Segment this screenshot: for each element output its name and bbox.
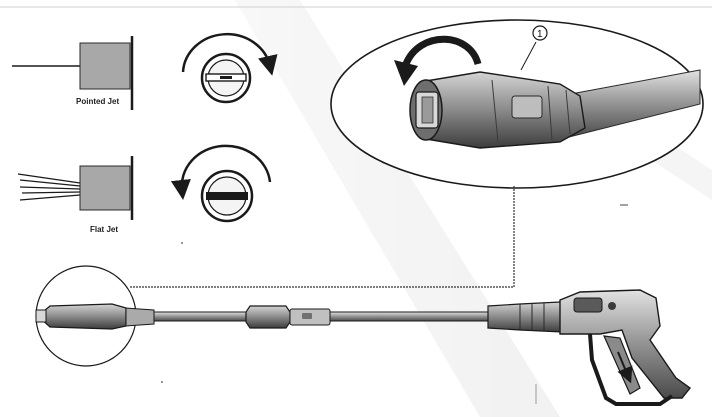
flat-jet-dial: [170, 144, 272, 223]
clockwise-arrow-icon: [181, 32, 278, 76]
flat-slot: [206, 192, 248, 200]
zoom-detail: 1: [330, 19, 704, 189]
flat-jet-figure: Flat Jet: [17, 156, 134, 234]
pointed-jet-label: Pointed Jet: [76, 97, 119, 106]
gun-body: [559, 289, 692, 399]
spray-wand: [35, 265, 692, 406]
trigger-guard: [588, 333, 674, 406]
callout-leader: [520, 41, 537, 71]
zoom-connector: [130, 186, 515, 288]
lance-tube-front: [153, 311, 255, 322]
lance-tube-rear: [329, 311, 491, 322]
pointed-jet-nozzle-body: [79, 42, 131, 90]
pointed-jet-dial: [181, 32, 278, 104]
callout-number: 1: [537, 29, 543, 40]
nozzle-body-zoom: [419, 71, 586, 149]
callout-marker: [532, 25, 548, 41]
flat-jet-nozzle-body: [79, 165, 131, 211]
pointed-jet-figure: Pointed Jet: [12, 36, 134, 110]
rotation-arrow-icon: [402, 35, 482, 66]
flat-jet-label: Flat Jet: [90, 225, 118, 234]
flat-jet-spray: [17, 173, 81, 201]
counterclockwise-arrow-icon: [170, 144, 272, 200]
